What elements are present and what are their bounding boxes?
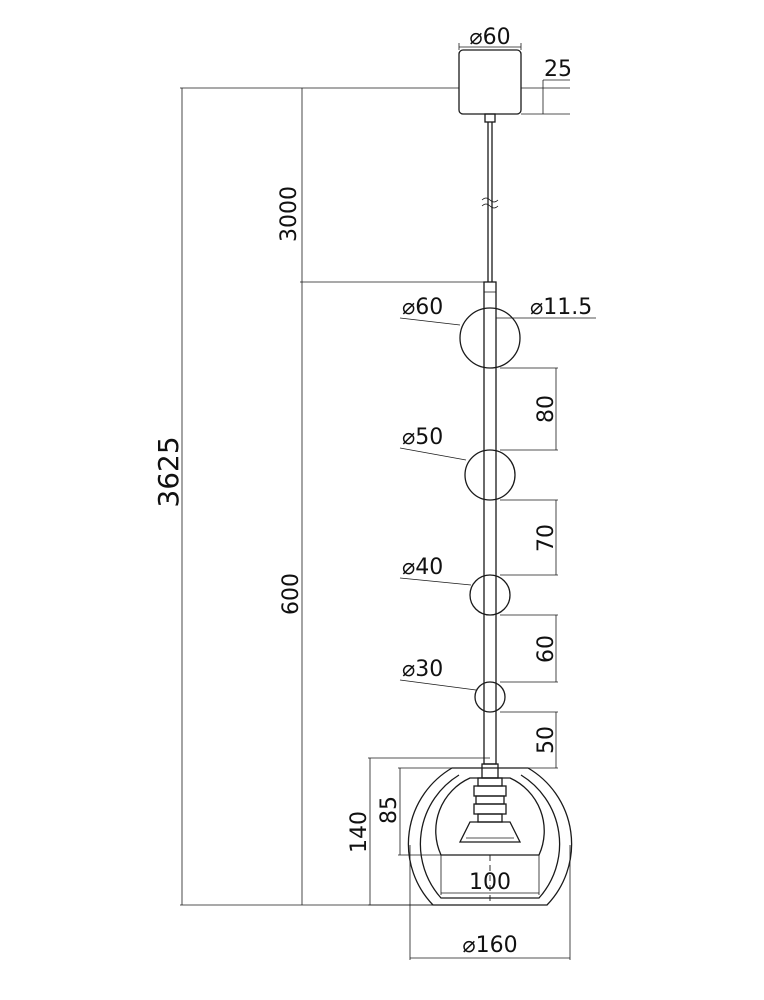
cable-length-dimension — [300, 88, 484, 283]
inner-glass — [435, 777, 545, 856]
glass-ball-50 — [464, 449, 516, 501]
suspension-cable — [481, 122, 499, 282]
canopy — [458, 49, 522, 123]
canopy-height-dimension — [521, 79, 570, 115]
lamp-socket — [473, 763, 507, 823]
center-rod — [483, 281, 497, 765]
rod-length-label: 600 — [279, 573, 304, 615]
ball4-diameter-label: ⌀30 — [402, 657, 443, 682]
total-height-label: 3625 — [152, 436, 185, 507]
inner-width-dimension — [440, 855, 540, 895]
glass-ball-40 — [469, 574, 511, 616]
gap2-label: 70 — [534, 524, 559, 552]
rod-diameter-label: ⌀11.5 — [530, 295, 592, 320]
inner-height-dimension — [398, 767, 470, 856]
inner-width-label: 100 — [469, 870, 511, 895]
canopy-height-label: 25 — [544, 57, 572, 82]
cable-length-label: 3000 — [277, 186, 302, 242]
inner-height-label: 85 — [377, 796, 402, 824]
shade-height-label: 140 — [347, 811, 372, 853]
gap4-label: 50 — [534, 726, 559, 754]
gap-dimensions — [500, 367, 558, 769]
bulb-icon — [458, 821, 522, 843]
shade-diameter-label: ⌀160 — [462, 933, 517, 958]
ball1-diameter-label: ⌀60 — [402, 295, 443, 320]
gap1-label: 80 — [534, 395, 559, 423]
canopy-diameter-label: ⌀60 — [469, 25, 510, 50]
ball3-diameter-label: ⌀40 — [402, 555, 443, 580]
glass-ball-30 — [474, 681, 506, 713]
ball-leader-lines — [399, 317, 477, 691]
canopy-diameter-dimension — [458, 43, 522, 50]
total-height-dimension — [180, 87, 459, 906]
gap3-label: 60 — [534, 635, 559, 663]
shade-diameter-dimension — [409, 845, 571, 960]
ball2-diameter-label: ⌀50 — [402, 425, 443, 450]
glass-ball-60 — [459, 307, 521, 369]
